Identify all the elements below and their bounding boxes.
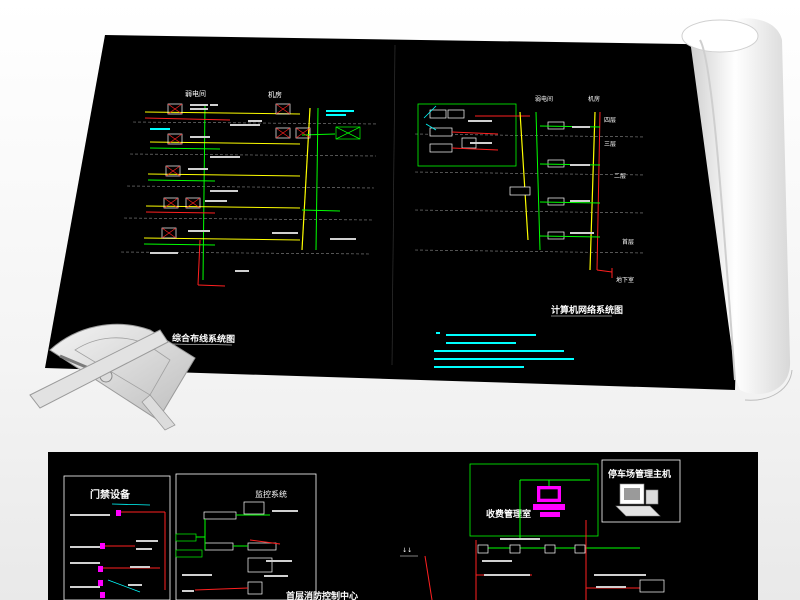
core-network-frame	[417, 103, 517, 167]
floor-switches	[509, 121, 565, 240]
floor-label-2: 二层	[614, 173, 626, 180]
access-device-rows	[70, 510, 121, 598]
patch-panels	[161, 103, 361, 239]
top-sheet: 弱电间 机房	[29, 18, 793, 431]
bottom-left-panel: 门禁设备 监控系统 首层消防控制中心	[63, 473, 358, 600]
bottom-sheet: 门禁设备 监控系统 首层消防控制中心	[48, 452, 758, 600]
paper-roll	[681, 18, 793, 401]
floor-label-3: 三层	[604, 141, 616, 148]
right-header-left: 弱电间	[535, 95, 553, 103]
gate-devices	[477, 544, 665, 593]
annotation-marks	[150, 104, 356, 272]
left-schematic: 弱电间 机房	[120, 89, 379, 346]
mid-marker: ↓↓	[400, 547, 433, 600]
floor-label-1: 首层	[622, 238, 634, 246]
parking-host-title: 停车场管理主机	[608, 468, 671, 480]
floor-label-b1: 地下室	[616, 276, 634, 284]
access-control-title: 门禁设备	[90, 488, 131, 501]
monitor-devices	[175, 501, 277, 595]
right-floor-separators	[414, 133, 646, 254]
top-sheet-paper	[45, 35, 745, 390]
parking-host-frame	[601, 459, 681, 523]
monitor-system-title: 监控系统	[255, 489, 287, 499]
right-diagram-title: 计算机网络系统图	[551, 304, 623, 316]
left-diagram-title: 综合布线系统图	[172, 332, 235, 345]
toll-computer-icon	[533, 486, 565, 517]
parking-host-computer-icon	[615, 483, 661, 517]
protractor	[29, 323, 196, 431]
left-header-left: 弱电间	[185, 89, 206, 98]
svg-text:↓↓: ↓↓	[402, 547, 412, 554]
left-header-right: 机房	[268, 90, 282, 99]
notes-block	[434, 332, 574, 368]
right-annotation-marks	[468, 120, 594, 234]
floor-runs	[143, 111, 341, 246]
toll-room-frame	[469, 463, 599, 537]
cyan-notes	[150, 110, 354, 130]
right-header-right: 机房	[588, 95, 600, 103]
right-schematic: 弱电间 机房	[414, 95, 646, 368]
fire-control-center-title: 首层消防控制中心	[286, 590, 358, 600]
floor-label-4: 四层	[604, 117, 616, 124]
bottom-right-panel: 停车场管理主机 收费管理室	[469, 459, 681, 600]
toll-room-title: 收费管理室	[486, 508, 531, 520]
